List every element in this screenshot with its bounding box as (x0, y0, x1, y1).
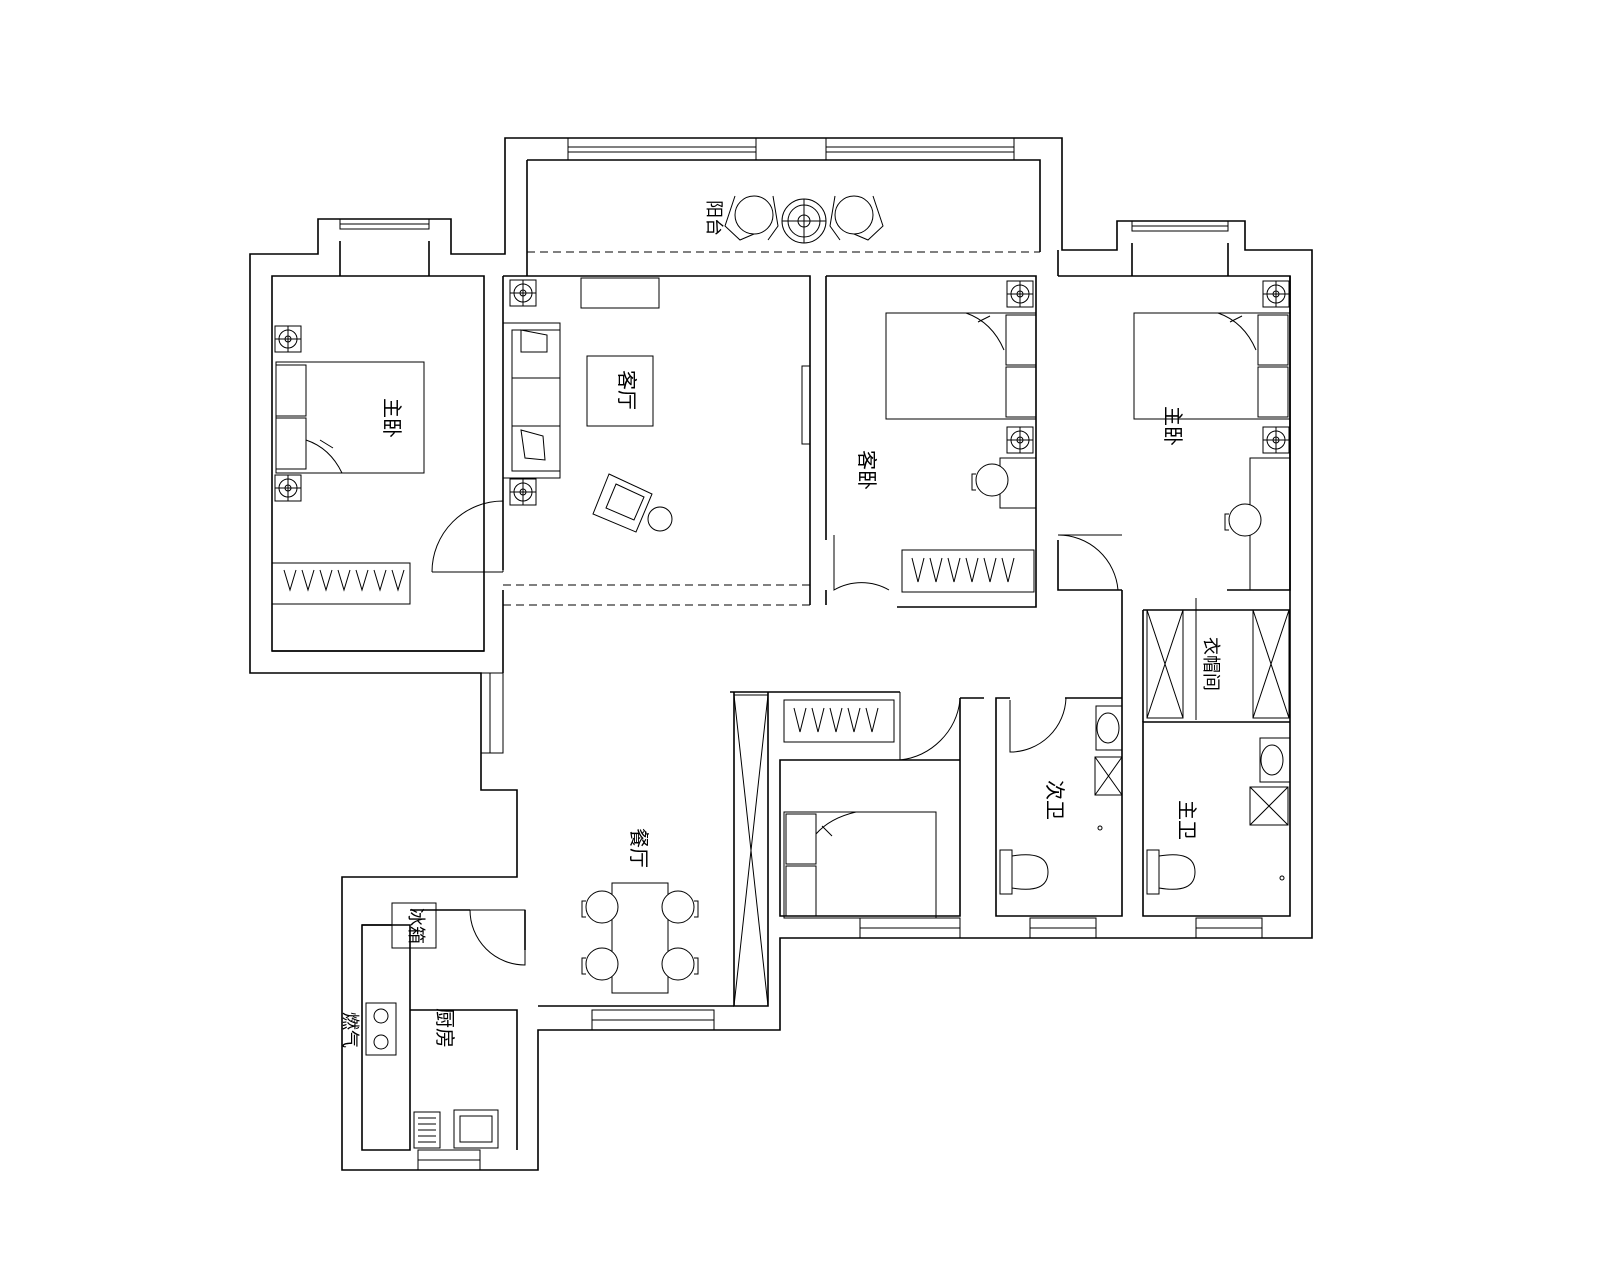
balcony-furniture (724, 195, 884, 244)
dining-furniture (581, 882, 699, 994)
label-dining-room: 餐厅 (627, 828, 651, 868)
doors (431, 500, 1197, 966)
label-living-room: 客厅 (615, 370, 639, 410)
label-guest-bedroom: 客卧 (855, 450, 879, 490)
windows (339, 137, 1263, 1171)
label-second-bathroom: 次卫 (1043, 780, 1067, 820)
left-master-bedroom-furniture (271, 325, 425, 605)
label-fridge: 冰箱 (405, 908, 426, 944)
guest-bedroom-furniture (885, 280, 1037, 593)
dashed-openings (503, 275, 1014, 606)
room-labels: 阳台 客厅 主卧 客卧 主卧 衣帽间 餐厅 次卫 主卫 厨房 冰箱 燃气 (339, 200, 1221, 1048)
second-bathroom-fixtures (999, 705, 1123, 895)
label-master-bathroom: 主卫 (1175, 800, 1199, 840)
living-room-furniture (502, 277, 811, 533)
label-kitchen: 厨房 (433, 1008, 457, 1048)
right-master-bedroom-furniture (1133, 280, 1291, 591)
kitchen-fixtures (365, 902, 499, 1149)
cloakroom-furniture (1146, 609, 1290, 719)
corridor-cabinet (733, 694, 769, 1007)
interior-walls (272, 250, 1291, 1151)
label-cloakroom: 衣帽间 (1200, 637, 1221, 691)
label-master-bedroom-right: 主卧 (1161, 406, 1185, 446)
label-balcony: 阳台 (703, 200, 724, 236)
master-bathroom-fixtures (1146, 737, 1291, 895)
label-master-bedroom-left: 主卧 (380, 398, 404, 438)
label-gas: 燃气 (339, 1012, 360, 1048)
lower-bedroom-furniture (783, 699, 937, 919)
